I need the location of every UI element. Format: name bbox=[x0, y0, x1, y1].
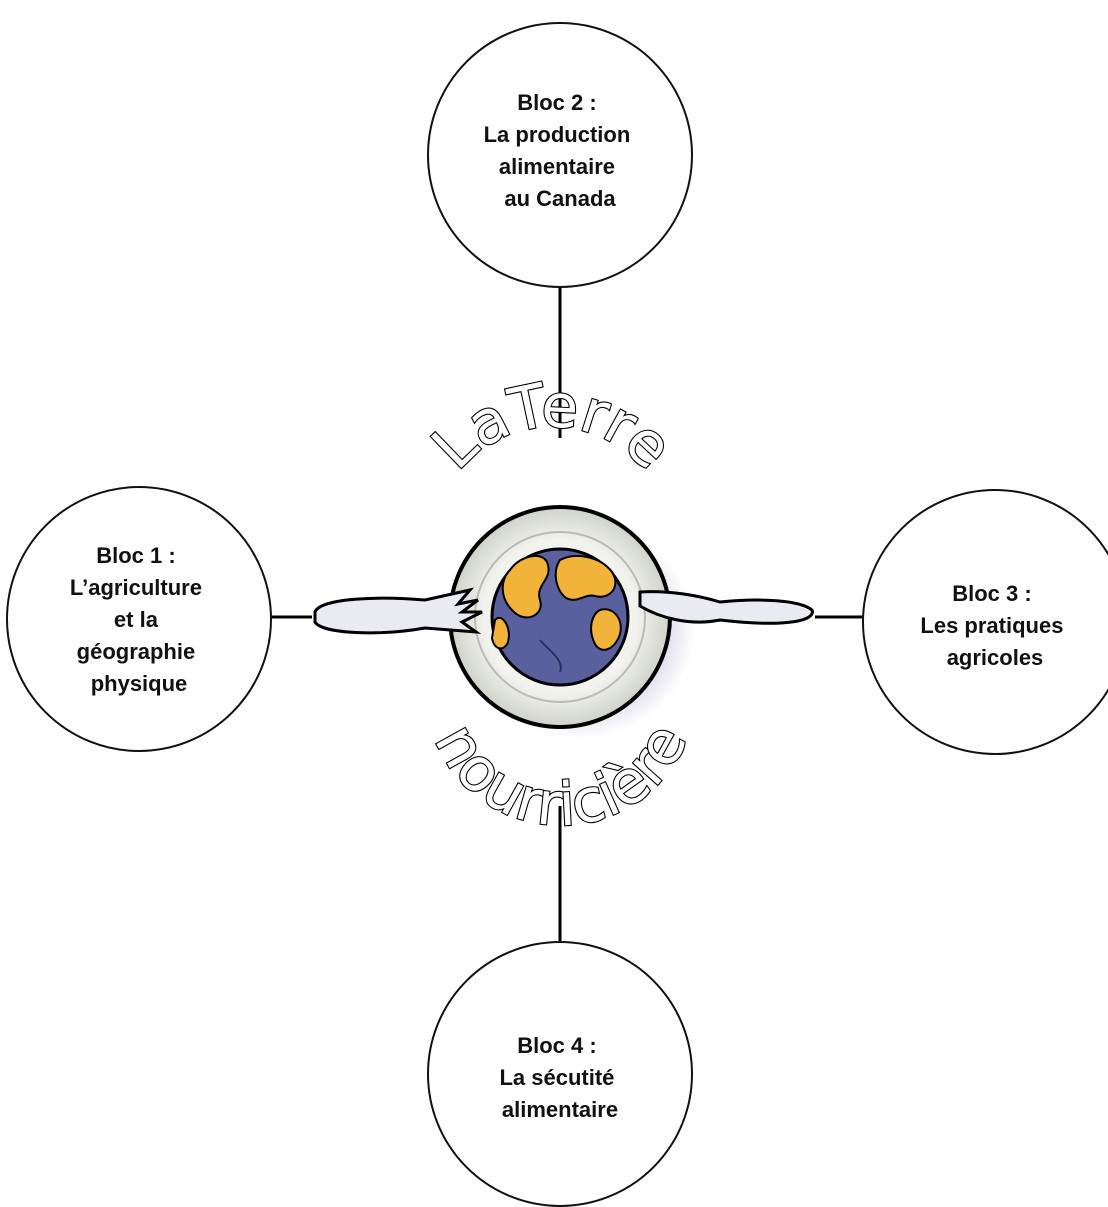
knife-icon bbox=[638, 590, 814, 625]
earth-on-plate-icon bbox=[448, 505, 695, 738]
bloc3-text: Bloc 3 : Les pratiques agricoles bbox=[920, 581, 1069, 670]
bloc2-text: Bloc 2 : La production alimentaire au Ca… bbox=[484, 90, 637, 211]
bloc4-text: Bloc 4 : La sécutité alimentaire bbox=[499, 1033, 620, 1122]
bloc1-text: Bloc 1 : L’agriculture et la géographie … bbox=[70, 543, 208, 696]
fork-icon bbox=[313, 587, 483, 635]
bloc1-circle bbox=[6, 486, 272, 752]
bloc4-circle bbox=[427, 941, 693, 1207]
title-laterre: LaTerre bbox=[419, 371, 686, 483]
bloc2-circle bbox=[427, 22, 693, 288]
bloc3-circle bbox=[862, 489, 1108, 755]
